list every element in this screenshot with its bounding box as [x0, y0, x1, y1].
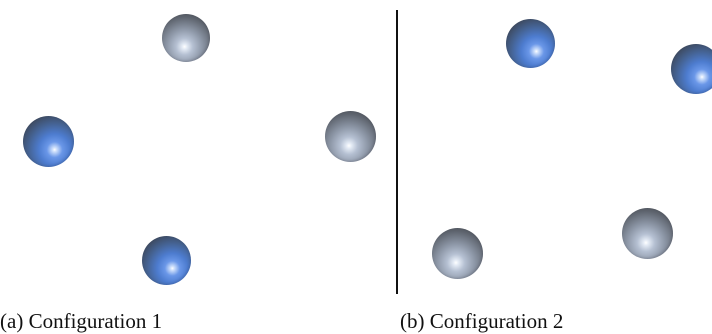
sphere-top	[162, 14, 210, 62]
sphere-top-left	[506, 19, 555, 68]
caption-configuration-2: (b) Configuration 2	[400, 309, 563, 333]
panel-configuration-2	[400, 0, 712, 300]
sphere-bottom-left	[432, 228, 483, 279]
sphere-bottom-right	[622, 208, 673, 259]
sphere-bottom	[142, 236, 191, 285]
panel-divider	[396, 10, 398, 294]
caption-text: Configuration 1	[28, 309, 163, 333]
caption-tag: (b)	[400, 309, 425, 333]
panel-configuration-1	[0, 0, 396, 300]
sphere-right	[325, 111, 376, 162]
caption-configuration-1: (a) Configuration 1	[0, 309, 162, 333]
caption-tag: (a)	[0, 309, 24, 333]
sphere-left	[23, 116, 74, 167]
sphere-right-edge	[671, 44, 712, 94]
caption-text: Configuration 2	[429, 309, 564, 333]
